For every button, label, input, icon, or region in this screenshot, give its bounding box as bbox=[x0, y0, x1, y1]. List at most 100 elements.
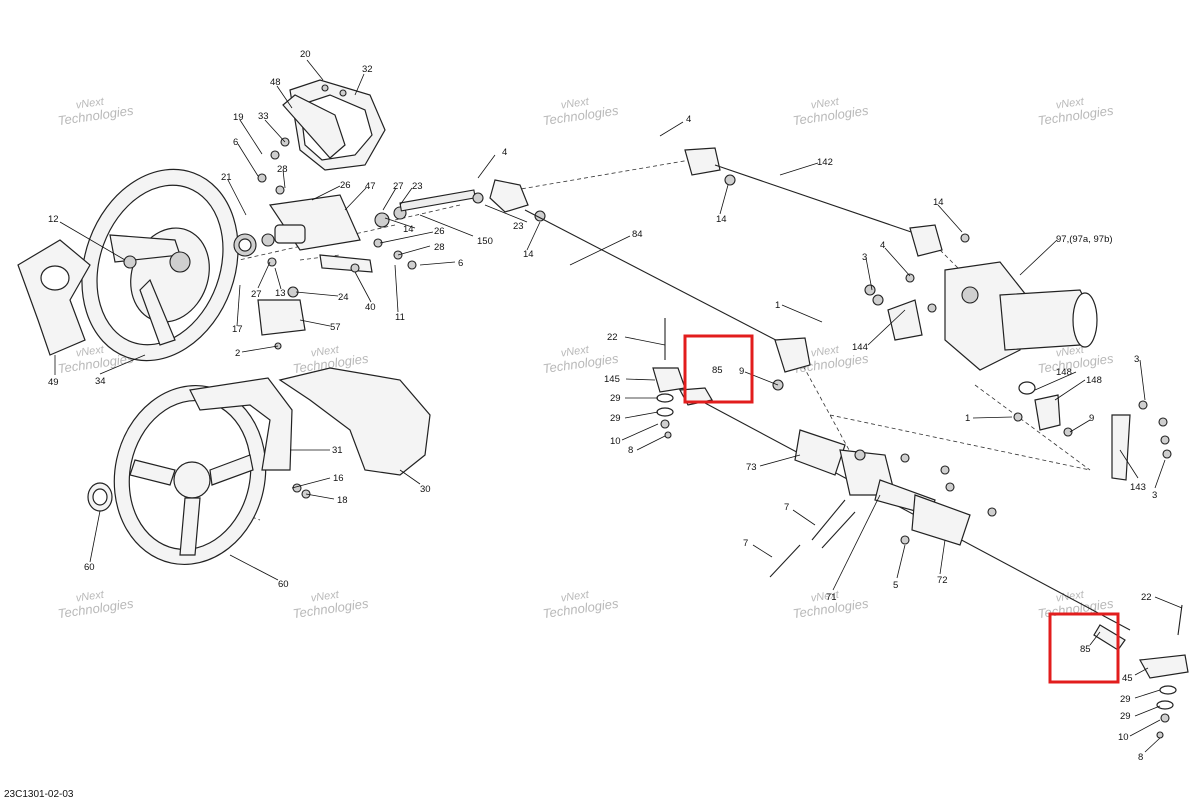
callout-14: 14 bbox=[716, 214, 727, 225]
callout-34: 34 bbox=[95, 376, 106, 387]
callout-6: 6 bbox=[233, 137, 238, 148]
tie-rod-end-left bbox=[652, 318, 686, 439]
callout-143: 143 bbox=[1130, 482, 1146, 493]
callout-24: 24 bbox=[338, 292, 349, 303]
callout-29: 29 bbox=[610, 393, 621, 404]
callout-7: 7 bbox=[784, 502, 789, 513]
callout-4: 4 bbox=[502, 147, 507, 158]
callout-29: 29 bbox=[610, 413, 621, 424]
callout-9: 9 bbox=[1089, 413, 1094, 424]
watermark-line-1: vNext bbox=[310, 344, 340, 360]
steering-rack bbox=[679, 387, 1189, 739]
callout-148: 148 bbox=[1056, 367, 1072, 378]
callout-26: 26 bbox=[434, 226, 445, 237]
callout-84: 84 bbox=[632, 229, 643, 240]
callout-12: 12 bbox=[48, 214, 59, 225]
callout-23: 23 bbox=[412, 181, 423, 192]
callout-11: 11 bbox=[395, 312, 405, 323]
power-steering-unit bbox=[864, 261, 1172, 481]
callout-48: 48 bbox=[270, 77, 281, 88]
callout-72: 72 bbox=[937, 575, 948, 586]
watermark-line-1: vNext bbox=[310, 589, 340, 605]
callout-60: 60 bbox=[84, 562, 95, 573]
callout-9: 9 bbox=[739, 366, 744, 377]
callout-26: 26 bbox=[340, 180, 351, 191]
callout-1: 1 bbox=[775, 300, 780, 311]
horn-pad-cover bbox=[17, 239, 91, 356]
watermark-line-1: vNext bbox=[75, 96, 105, 112]
callout-6: 6 bbox=[458, 258, 463, 269]
callout-85: 85 bbox=[712, 365, 723, 376]
callout-145: 145 bbox=[604, 374, 620, 385]
callout-27: 27 bbox=[393, 181, 404, 192]
watermark-line-1: vNext bbox=[75, 344, 105, 360]
watermark-line-1: vNext bbox=[1055, 96, 1085, 112]
callout-85: 85 bbox=[1080, 644, 1091, 655]
callout-14: 14 bbox=[403, 224, 414, 235]
callout-3: 3 bbox=[1152, 490, 1157, 501]
callout-8: 8 bbox=[1138, 752, 1143, 763]
callout-29: 29 bbox=[1120, 711, 1131, 722]
highlight-box-85-left bbox=[683, 334, 754, 404]
callout-32: 32 bbox=[362, 64, 373, 75]
callout-30: 30 bbox=[420, 484, 431, 495]
callout-20: 20 bbox=[300, 49, 311, 60]
callout-19: 19 bbox=[233, 112, 244, 123]
callout-31: 31 bbox=[332, 445, 343, 456]
callout-14: 14 bbox=[523, 249, 534, 260]
callout-28: 28 bbox=[434, 242, 445, 253]
callout-73: 73 bbox=[746, 462, 757, 473]
watermark-line-1: vNext bbox=[1055, 589, 1085, 605]
callout-71: 71 bbox=[826, 592, 837, 603]
watermark-line-1: vNext bbox=[810, 589, 840, 605]
callout-144: 144 bbox=[852, 342, 868, 353]
callout-97: 97,(97a, 97b) bbox=[1056, 234, 1113, 245]
leader-lines bbox=[54, 59, 1183, 753]
callout-60: 60 bbox=[278, 579, 289, 590]
steering-column-upper bbox=[233, 79, 484, 350]
callout-3: 3 bbox=[1134, 354, 1139, 365]
callout-5: 5 bbox=[893, 580, 898, 591]
callout-148: 148 bbox=[1086, 375, 1102, 386]
callout-10: 10 bbox=[1118, 732, 1129, 743]
callout-18: 18 bbox=[337, 495, 348, 506]
callout-10: 10 bbox=[610, 436, 621, 447]
callout-23: 23 bbox=[513, 221, 524, 232]
callout-2: 2 bbox=[235, 348, 240, 359]
callout-16: 16 bbox=[333, 473, 344, 484]
document-code: 23C1301-02-03 bbox=[4, 789, 74, 800]
callout-17: 17 bbox=[232, 324, 243, 335]
callout-7: 7 bbox=[743, 538, 748, 549]
callout-33: 33 bbox=[258, 111, 269, 122]
callout-3: 3 bbox=[862, 252, 867, 263]
callout-29: 29 bbox=[1120, 694, 1131, 705]
callout-8: 8 bbox=[628, 445, 633, 456]
highlight-boxes bbox=[683, 334, 1120, 684]
watermark-line-1: vNext bbox=[1055, 344, 1085, 360]
steering-wheel-lower bbox=[87, 384, 311, 566]
callout-22: 22 bbox=[1141, 592, 1152, 603]
callout-57: 57 bbox=[330, 322, 341, 333]
callout-labels: 20 32 48 19 33 6 28 21 26 47 27 23 12 4 … bbox=[48, 49, 1157, 763]
watermark-line-1: vNext bbox=[560, 96, 590, 112]
callout-28: 28 bbox=[277, 164, 288, 175]
callout-21: 21 bbox=[221, 172, 232, 183]
callout-49: 49 bbox=[48, 377, 59, 388]
column-shroud bbox=[189, 367, 431, 476]
callout-142: 142 bbox=[817, 157, 833, 168]
steering-wheel-upper bbox=[81, 168, 239, 362]
callout-145: 45 bbox=[1122, 673, 1133, 684]
callout-47: 47 bbox=[365, 181, 376, 192]
callout-27: 27 bbox=[251, 289, 262, 300]
watermark-line-1: vNext bbox=[560, 344, 590, 360]
callout-1: 1 bbox=[965, 413, 970, 424]
callout-4: 4 bbox=[686, 114, 691, 125]
